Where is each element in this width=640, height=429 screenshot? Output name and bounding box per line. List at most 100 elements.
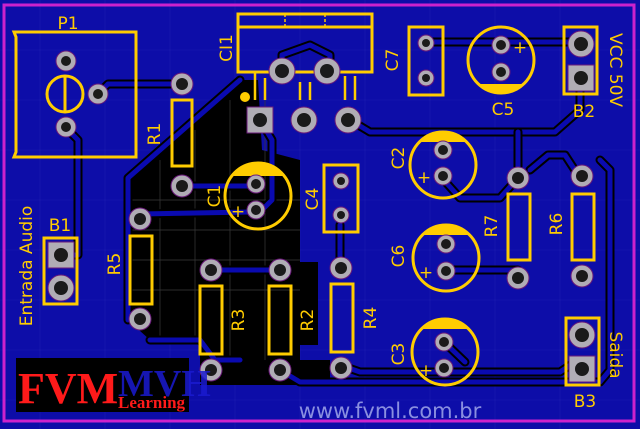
b3-label: B3 (574, 392, 596, 412)
ci1-pad-3-hole (341, 113, 355, 127)
r4-pad-2-hole (335, 362, 347, 374)
r5-label: R5 (105, 253, 125, 276)
component-b1[interactable]: B1 (42, 216, 79, 306)
r4-body (329, 282, 355, 354)
c6-pad-1-hole (441, 239, 451, 249)
c1-label: C1 (205, 185, 225, 208)
c5-plus-icon: + (513, 38, 527, 58)
r4-pad-1-hole (335, 262, 347, 274)
c6-pad-2-hole (441, 266, 451, 276)
r6-body (570, 192, 596, 262)
b3-body (564, 316, 601, 387)
r7-pad-2-hole (512, 272, 524, 284)
ci1-pin1-dot-icon (240, 92, 250, 102)
c5-polarity-band (478, 84, 524, 94)
c2-polarity-band (419, 131, 467, 142)
c1-pad-2-hole (251, 205, 261, 215)
component-b2[interactable]: B2 (562, 25, 599, 122)
fvm-logo: MVH FVM Learning (16, 358, 211, 413)
c3-polarity-band (421, 318, 469, 329)
c5-label: C5 (492, 100, 515, 120)
ground-pour-region (128, 80, 330, 385)
component-r2[interactable]: R2 (267, 258, 318, 382)
component-ci1[interactable]: CI1 (217, 12, 374, 134)
component-c7[interactable]: C7 (383, 25, 445, 97)
component-r7[interactable]: R7 (482, 166, 532, 290)
p1-pad-1-hole (61, 56, 71, 66)
b3-pad-2-hole (575, 362, 589, 376)
c3-pad-1-hole (439, 337, 449, 347)
r7-label: R7 (482, 215, 502, 238)
component-r3[interactable]: R3 (198, 258, 249, 382)
b1-pad-2-hole (54, 281, 68, 295)
r6-label: R6 (547, 213, 567, 236)
c6-polarity-band (422, 224, 470, 235)
ci1-pad-2-hole (297, 113, 311, 127)
ci1-label: CI1 (217, 34, 237, 62)
r2-pad-2-hole (274, 364, 286, 376)
c6-label: C6 (389, 245, 409, 268)
b2-pad-1-hole (574, 37, 588, 51)
component-r1[interactable]: R1 (145, 72, 194, 198)
r6-pad-2-hole (576, 270, 588, 282)
c1-pad-1-hole (251, 179, 261, 189)
logo-shadow-text: MVH (118, 363, 211, 405)
c2-pad-2-hole (438, 171, 448, 181)
c4-label: C4 (303, 188, 323, 211)
c1-outline (223, 161, 293, 231)
component-c4[interactable]: C4 (303, 163, 360, 234)
c7-pad-2-hole (422, 74, 430, 82)
c7-body (407, 25, 445, 97)
component-r5[interactable]: R5 (105, 207, 154, 331)
c7-label: C7 (383, 49, 403, 72)
component-c2[interactable]: + C2 (389, 130, 478, 200)
component-c1[interactable]: + C1 (205, 161, 293, 231)
component-r4[interactable]: R4 (329, 256, 381, 380)
logo-main-text: FVM (18, 364, 118, 413)
r7-pad-1-hole (512, 172, 524, 184)
r3-pad-1-hole (205, 264, 217, 276)
ci1-pad-a-hole (275, 64, 289, 78)
b2-pad-2-square[interactable] (567, 64, 595, 92)
p1-knob-icon (45, 74, 85, 114)
component-b3[interactable]: B3 (564, 316, 601, 412)
board-outline (2, 3, 636, 423)
r5-pad-2-hole (134, 313, 146, 325)
vcc-label: VCC 50V (605, 33, 625, 107)
r1-pad-1-hole (176, 78, 188, 90)
component-r6[interactable]: R6 (547, 164, 596, 288)
p1-pad-2-hole (93, 89, 103, 99)
c2-pad-1-hole (438, 145, 448, 155)
c2-plus-icon: + (417, 168, 431, 188)
website-text: www.fvml.com.br (299, 399, 482, 423)
input-label: Entrada Audio (17, 206, 37, 327)
c5-pad-1-hole (496, 40, 506, 50)
b1-body (42, 236, 79, 306)
component-p1[interactable]: P1 (11, 14, 138, 159)
r4-label: R4 (361, 307, 381, 330)
c6-plus-icon: + (419, 263, 433, 283)
c4-body (322, 163, 360, 234)
b2-body (562, 25, 599, 96)
logo-sub-text: Learning (118, 393, 186, 412)
c4-pad-1-hole (337, 177, 345, 185)
c5-pad-2-hole (496, 67, 506, 77)
c3-label: C3 (389, 343, 409, 366)
c3-plus-icon: + (419, 361, 433, 381)
c1-plus-icon: + (231, 202, 245, 222)
b1-pad-1-hole (54, 248, 68, 262)
r1-body (170, 98, 194, 168)
component-c5[interactable]: + C5 (466, 25, 536, 120)
ci1-body (236, 12, 374, 74)
r2-body (267, 284, 293, 356)
c1-polarity-band (232, 163, 284, 176)
component-c3[interactable]: + C3 (389, 317, 480, 387)
r1-label: R1 (145, 123, 165, 146)
c4-pad-2-hole (337, 211, 345, 219)
b2-label: B2 (573, 102, 595, 122)
p1-outline (11, 30, 138, 159)
component-c6[interactable]: + C6 (389, 223, 481, 293)
r3-body (198, 284, 224, 356)
r5-body (128, 234, 154, 306)
